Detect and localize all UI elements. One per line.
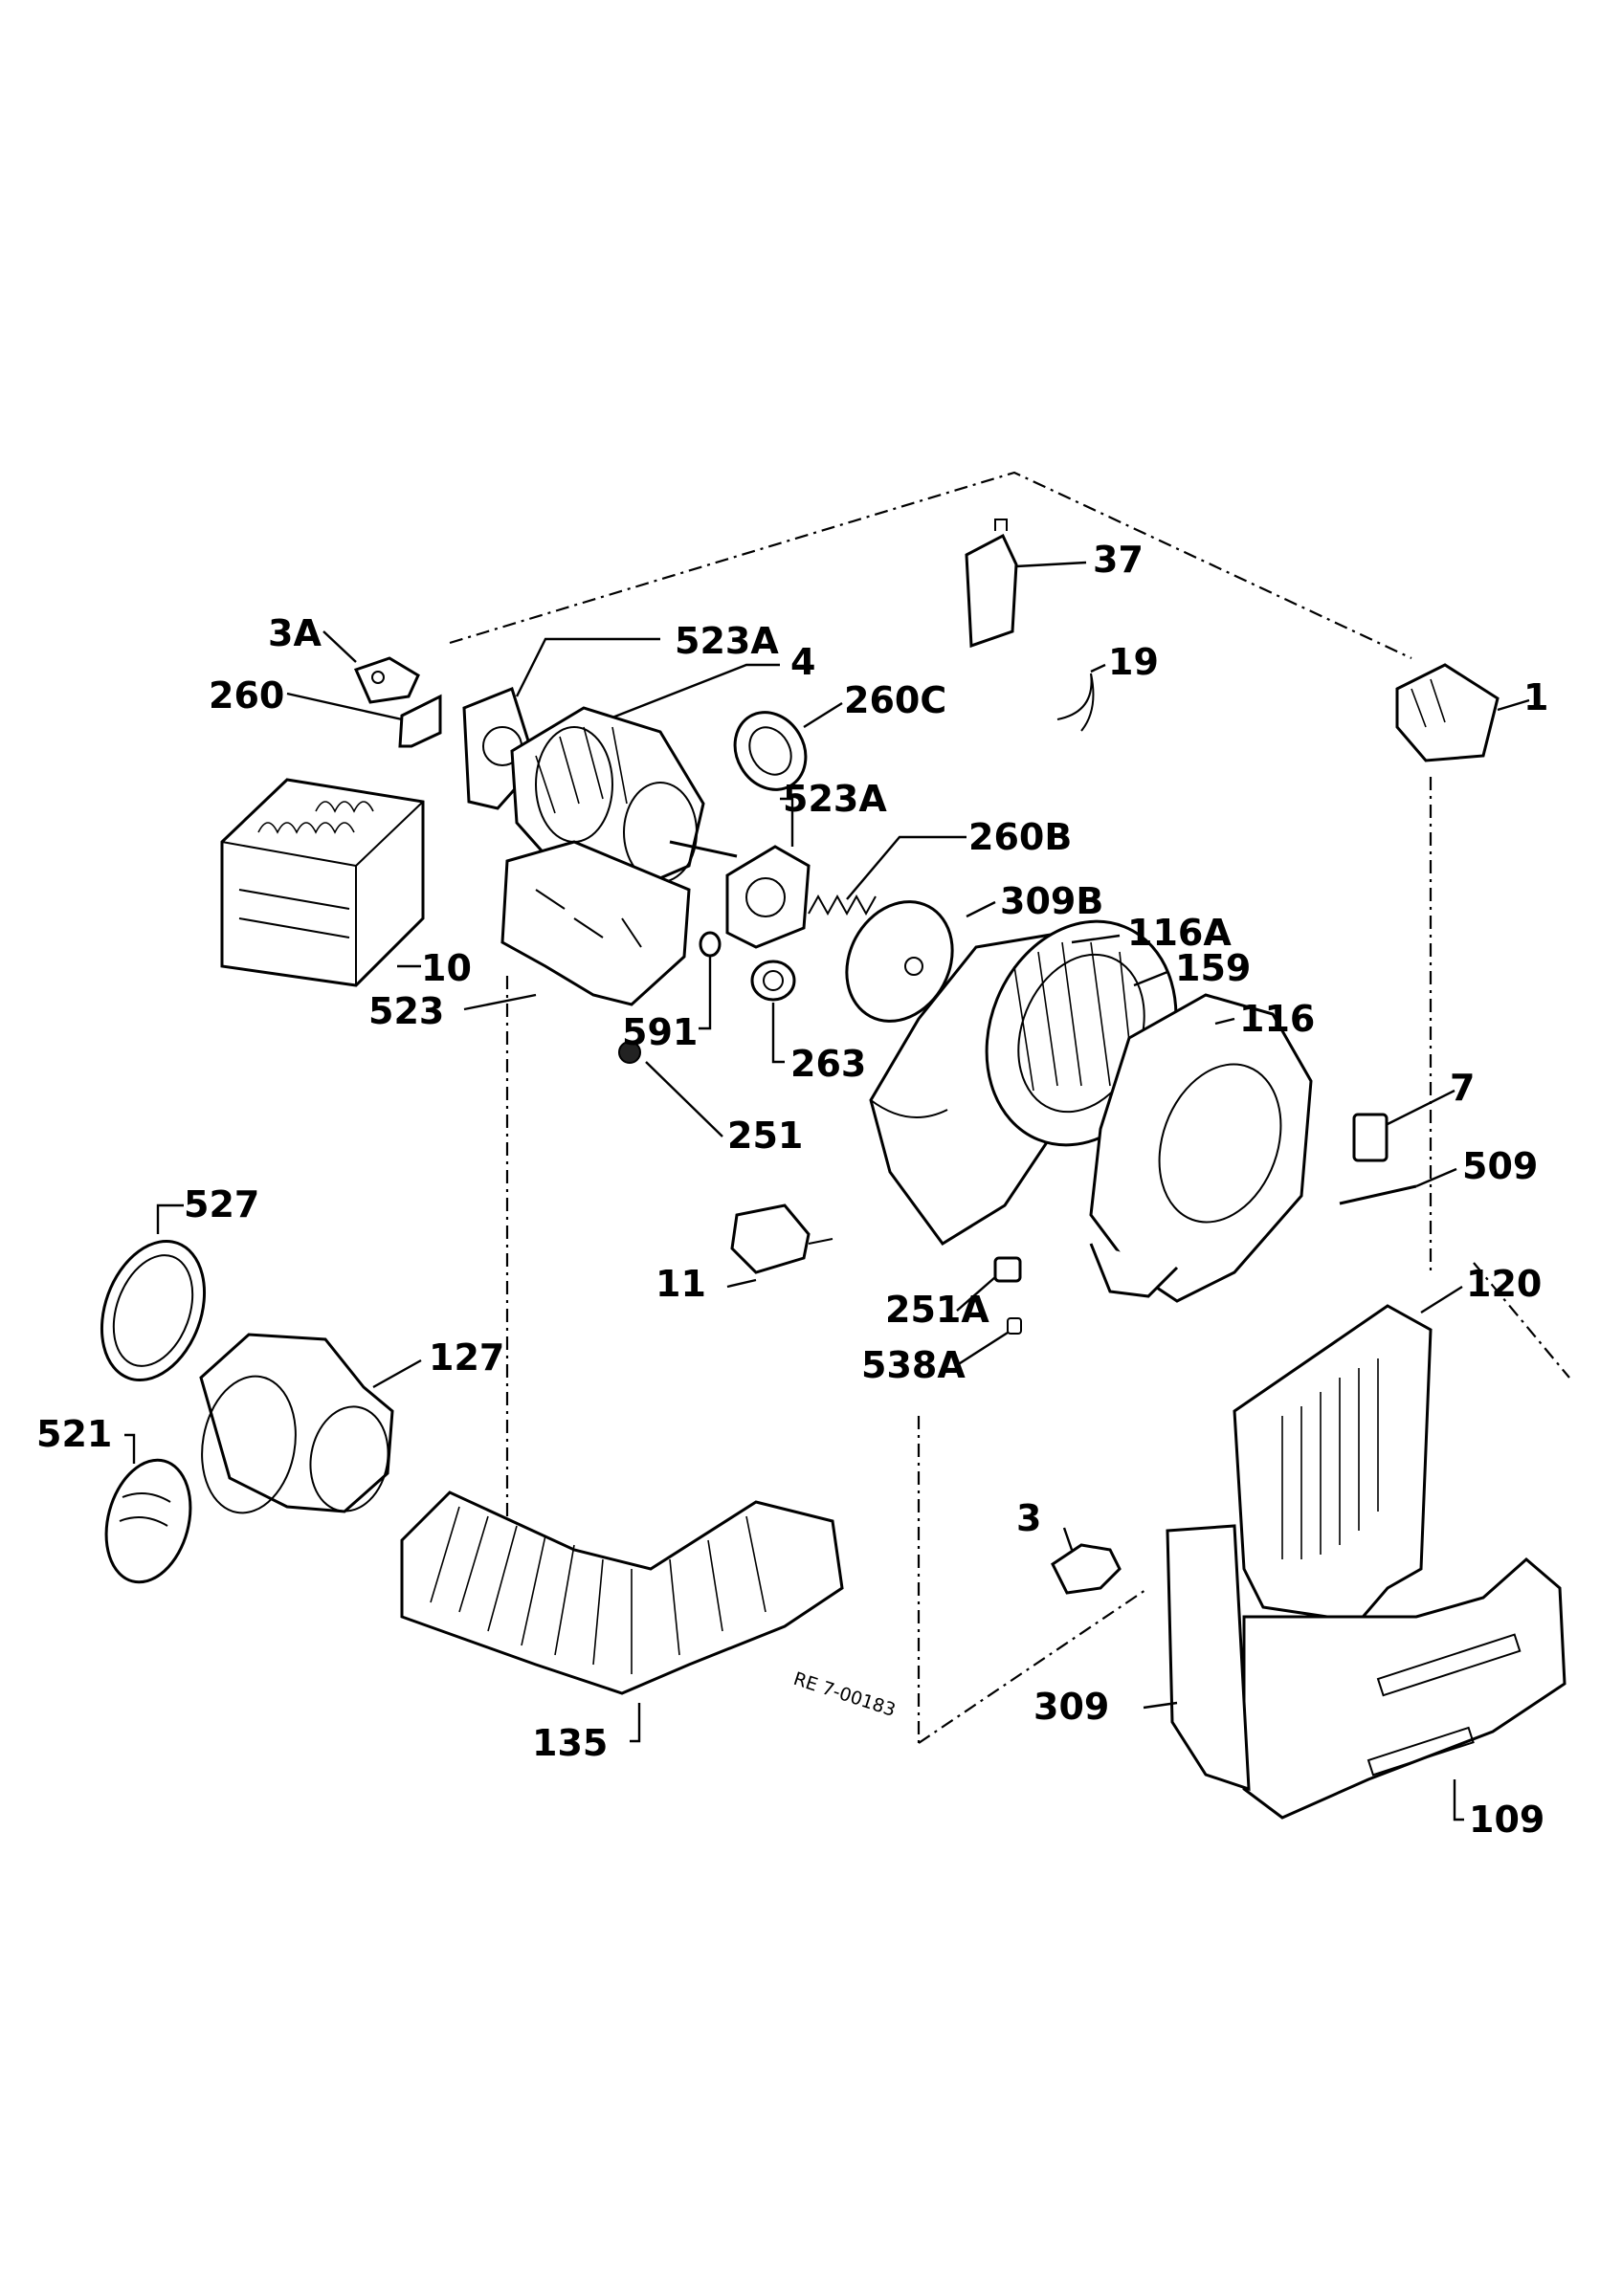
drawing-code: RE 7-00183 xyxy=(790,1668,898,1721)
part-3-thermostat xyxy=(1051,1543,1122,1595)
label-527: 527 xyxy=(184,1183,259,1225)
label-523a-mid: 523A xyxy=(783,778,887,820)
label-127: 127 xyxy=(429,1336,504,1379)
part-116-fan-housing xyxy=(1089,993,1313,1303)
label-120: 120 xyxy=(1466,1263,1542,1305)
part-11-capacitor xyxy=(730,1203,833,1274)
label-135: 135 xyxy=(532,1722,608,1764)
part-19-clip xyxy=(1056,673,1095,732)
cabinet-outline xyxy=(449,471,1570,1744)
label-538a: 538A xyxy=(861,1344,966,1386)
part-3a-bracket xyxy=(353,656,420,704)
part-521-cap xyxy=(104,1458,192,1584)
part-538a-washer xyxy=(1007,1317,1022,1335)
label-260: 260 xyxy=(209,674,284,717)
part-120-filter-housing xyxy=(1233,1304,1433,1623)
label-3: 3 xyxy=(1016,1497,1041,1539)
label-523: 523 xyxy=(368,990,444,1032)
label-3a: 3A xyxy=(268,612,322,654)
part-251-nut xyxy=(618,1041,641,1064)
part-251a-nut xyxy=(993,1256,1022,1283)
label-523a-top: 523A xyxy=(675,620,779,662)
part-523a-mount-right xyxy=(725,845,811,949)
label-509: 509 xyxy=(1462,1145,1538,1187)
label-19: 19 xyxy=(1108,641,1159,683)
label-116: 116 xyxy=(1239,998,1315,1040)
label-309: 309 xyxy=(1033,1686,1109,1728)
label-37: 37 xyxy=(1093,539,1144,581)
part-309-side-duct xyxy=(1166,1524,1251,1792)
label-591: 591 xyxy=(622,1011,698,1053)
label-10: 10 xyxy=(421,947,472,989)
part-10-heater xyxy=(220,778,425,987)
part-7-switch xyxy=(1352,1113,1389,1162)
part-260b-spring xyxy=(808,894,877,916)
label-4: 4 xyxy=(790,641,815,683)
label-109: 109 xyxy=(1469,1799,1544,1841)
part-260c-ring xyxy=(733,711,808,791)
label-159: 159 xyxy=(1175,947,1251,989)
label-263: 263 xyxy=(790,1043,866,1085)
part-260-bracket xyxy=(398,694,442,748)
label-251a: 251A xyxy=(885,1289,989,1331)
label-521: 521 xyxy=(36,1413,112,1455)
part-109-duct xyxy=(1242,1557,1566,1820)
label-260c: 260C xyxy=(844,679,946,721)
part-263-bushing xyxy=(750,960,796,1002)
part-135-hose xyxy=(400,1490,844,1695)
part-527-clamp xyxy=(100,1239,207,1382)
label-309b: 309B xyxy=(1000,880,1103,922)
leader-lines xyxy=(124,561,1530,1821)
part-509-pin xyxy=(1339,1184,1417,1205)
label-7: 7 xyxy=(1450,1067,1475,1109)
part-127-t-connector xyxy=(199,1333,394,1514)
label-251: 251 xyxy=(727,1115,803,1157)
label-116a: 116A xyxy=(1127,912,1232,954)
part-labels: 3A 260 523A 4 260C 37 19 1 523A 260B 309… xyxy=(36,539,1548,1841)
part-1-control xyxy=(1395,663,1500,762)
part-37-switch xyxy=(965,519,1018,649)
label-260b: 260B xyxy=(968,816,1072,858)
part-523-support xyxy=(500,840,691,1006)
label-1: 1 xyxy=(1523,676,1548,718)
label-11: 11 xyxy=(655,1263,706,1305)
part-309b-disc xyxy=(845,900,954,1023)
part-591-washer xyxy=(699,931,722,958)
